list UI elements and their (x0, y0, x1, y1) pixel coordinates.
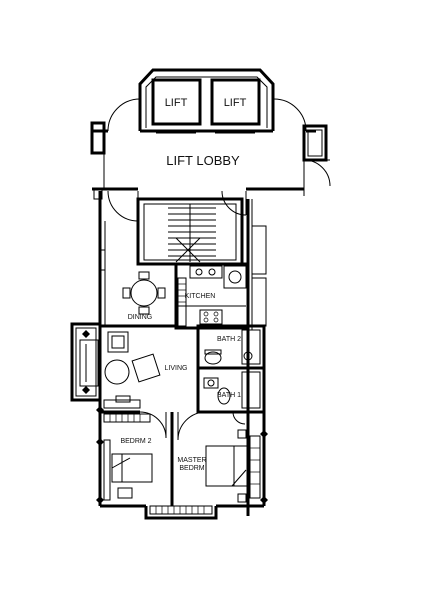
armchair (131, 353, 161, 383)
door-swing (177, 411, 207, 441)
basin (243, 351, 253, 361)
master-bedroom-label-line1: MASTER (177, 457, 206, 464)
column-marker (260, 430, 268, 438)
bath-2-label: BATH 2 (217, 336, 241, 343)
bedroom-block (96, 395, 268, 508)
lift-lobby (90, 121, 331, 200)
bedroom-2-label: BEDRM 2 (120, 438, 151, 445)
lift-shaft-2 (210, 78, 261, 126)
column-marker (96, 406, 104, 414)
coffee-table (104, 359, 130, 385)
living-furniture (79, 331, 161, 387)
bathtub (241, 371, 261, 409)
dining-label: DINING (128, 314, 153, 321)
living-label: LIVING (165, 365, 188, 372)
bath-2 (196, 324, 266, 370)
sink (189, 265, 223, 279)
bottom-bay-window (144, 505, 218, 520)
toilet (204, 351, 222, 365)
bed-master (205, 429, 251, 503)
lift-shaft-1 (151, 78, 202, 126)
lift-core (138, 68, 275, 134)
lift-lobby-label: LIFT LOBBY (166, 153, 240, 168)
living-bay-window (70, 322, 176, 402)
toilet (217, 387, 231, 405)
exterior-wall-right (246, 199, 267, 516)
stairwell (136, 197, 244, 266)
bed-bedroom-2 (111, 453, 153, 499)
sofa (79, 339, 99, 387)
bath-1 (196, 366, 266, 414)
lift-2-label: LIFT (224, 97, 247, 109)
dining-table (122, 271, 166, 315)
master-bedroom-label-line2: BEDRM (179, 465, 204, 472)
fridge (223, 265, 247, 289)
column-marker (96, 438, 104, 446)
door-swing (107, 98, 141, 132)
door-swing (107, 190, 139, 222)
wardrobe (103, 399, 141, 409)
kitchen (174, 262, 250, 330)
shower (241, 329, 261, 365)
column-marker (82, 386, 90, 394)
armchair (107, 331, 129, 353)
door-swing (139, 411, 167, 439)
kitchen-label: KITCHEN (185, 293, 216, 300)
door-swing (232, 411, 246, 425)
hob (199, 309, 223, 325)
column-marker (96, 496, 104, 504)
door-swing (273, 98, 307, 132)
door-swing (303, 159, 331, 187)
column-marker (82, 330, 90, 338)
exterior-wall-left (98, 191, 106, 326)
column-marker (260, 496, 268, 504)
wardrobe (249, 435, 261, 499)
bath-1-label: BATH 1 (217, 392, 241, 399)
basin (203, 377, 219, 389)
lift-1-label: LIFT (165, 97, 188, 109)
